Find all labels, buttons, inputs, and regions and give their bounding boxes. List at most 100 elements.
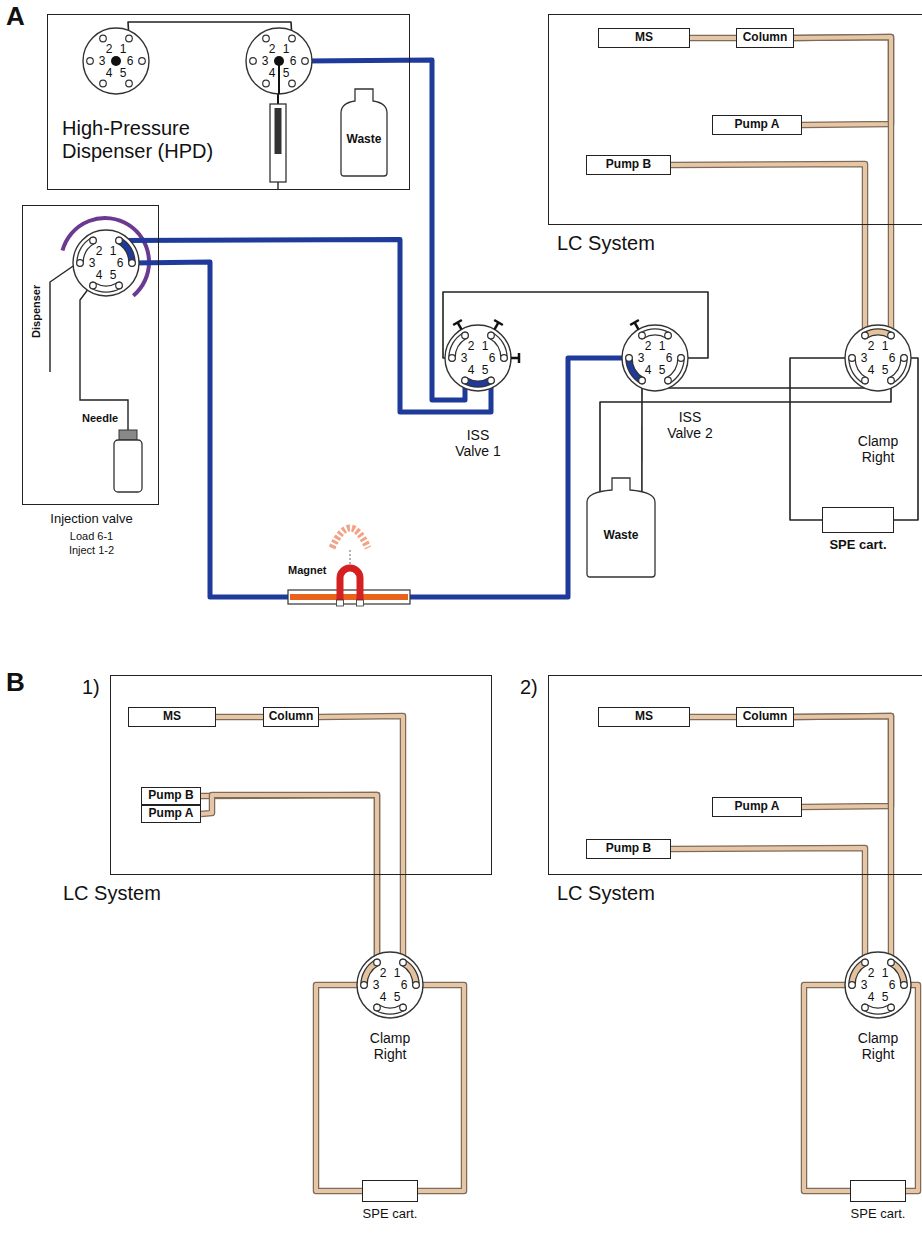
tubing-line bbox=[790, 358, 852, 520]
six-port-valve: 123456Clamp Right bbox=[845, 325, 911, 391]
box-label: Column bbox=[743, 710, 788, 724]
valve-name: Clamp Right bbox=[850, 433, 906, 465]
valve-port bbox=[87, 58, 94, 65]
tubing-outline bbox=[216, 714, 263, 721]
syringe-barrel bbox=[270, 104, 286, 182]
dotted-leader bbox=[349, 550, 351, 566]
six-port-valve: 123456Clamp Right bbox=[357, 952, 423, 1018]
bottle-shape bbox=[341, 89, 387, 176]
valve-port bbox=[263, 35, 270, 42]
port-number: 6 bbox=[484, 350, 500, 366]
valve-port bbox=[665, 377, 672, 384]
tubing-fill bbox=[216, 715, 263, 719]
valve-port bbox=[639, 377, 646, 384]
tubing-outline bbox=[804, 985, 852, 1191]
module-box: MS bbox=[598, 707, 690, 727]
six-port-valve: 123456Clamp Right bbox=[845, 952, 911, 1018]
tubing-connector bbox=[316, 985, 364, 1191]
panel-heading: Load 6-1 bbox=[23, 530, 160, 543]
valve-body bbox=[435, 315, 521, 401]
valve-circle bbox=[845, 325, 911, 391]
panel-letter: B bbox=[6, 668, 25, 698]
tubing-fill bbox=[319, 716, 403, 963]
port-plug bbox=[494, 320, 503, 325]
valve-body bbox=[835, 315, 921, 401]
tubing-outline bbox=[690, 714, 736, 721]
valve-port bbox=[250, 58, 257, 65]
valve-port bbox=[888, 1004, 895, 1011]
valve-port bbox=[849, 355, 856, 362]
valve-body bbox=[236, 18, 322, 104]
valve-body bbox=[835, 942, 921, 1028]
valve-port bbox=[501, 355, 508, 362]
valve-channel-outline bbox=[642, 332, 668, 335]
valve-port bbox=[639, 332, 646, 339]
cartridge-label: SPE cart. bbox=[363, 1207, 418, 1222]
bottle-shape bbox=[587, 478, 655, 577]
tubing-fill bbox=[201, 795, 377, 963]
six-port-valve: 123456 bbox=[83, 28, 149, 94]
valve-channel-outline bbox=[865, 1008, 891, 1011]
tubing-outline bbox=[794, 37, 891, 336]
waste-bottle: Waste bbox=[585, 478, 657, 578]
tubing-outline bbox=[671, 164, 865, 336]
six-port-valve: 123456ISS Valve 2 bbox=[622, 325, 688, 391]
valve-port bbox=[100, 35, 107, 42]
dispenser-line bbox=[50, 262, 79, 372]
tubing-connector bbox=[794, 37, 891, 125]
valve-port bbox=[626, 355, 633, 362]
module-box: Column bbox=[736, 707, 794, 727]
box-label: Pump A bbox=[735, 800, 780, 814]
valve-port bbox=[862, 377, 869, 384]
valve-port bbox=[862, 1004, 869, 1011]
rotor-hub bbox=[111, 56, 121, 66]
magnetic-beads bbox=[332, 528, 368, 548]
box-label: MS bbox=[635, 710, 653, 724]
valve-body bbox=[73, 18, 159, 104]
valve-port bbox=[413, 982, 420, 989]
module-box: Column bbox=[736, 28, 794, 48]
capillary-tube bbox=[288, 590, 410, 604]
box-label: MS bbox=[635, 31, 653, 45]
tubing-outline bbox=[904, 985, 918, 1191]
cartridge-label: SPE cart. bbox=[829, 538, 886, 553]
valve-name: ISS Valve 1 bbox=[450, 427, 506, 459]
valve-port bbox=[374, 959, 381, 966]
port-number: 4 bbox=[863, 362, 879, 378]
port-number: 4 bbox=[463, 362, 479, 378]
tubing-connector bbox=[668, 381, 865, 389]
tubing-connector bbox=[416, 985, 464, 1191]
valve-circle bbox=[845, 952, 911, 1018]
system-panel: High-Pressure Dispenser (HPD)12345612345… bbox=[47, 14, 410, 190]
valve-circle bbox=[445, 325, 511, 391]
box-label: MS bbox=[163, 710, 181, 724]
panel-heading: LC System bbox=[557, 882, 757, 905]
valve-port bbox=[888, 959, 895, 966]
tubing-line bbox=[641, 381, 643, 495]
magnet-label: Magnet bbox=[288, 564, 327, 577]
tubing-fill bbox=[804, 985, 852, 1191]
valve-circle bbox=[246, 28, 312, 94]
port-number: 4 bbox=[375, 989, 391, 1005]
port-number: 6 bbox=[285, 53, 301, 69]
tubing-outline bbox=[201, 795, 377, 963]
valve-port bbox=[862, 332, 869, 339]
valve-port bbox=[462, 332, 469, 339]
tubing-connector bbox=[794, 37, 891, 336]
tubing-fill bbox=[316, 985, 364, 1191]
valve-circle bbox=[622, 325, 688, 391]
valve-channel bbox=[642, 332, 668, 335]
valve-body bbox=[612, 315, 698, 401]
tubing-line bbox=[668, 381, 865, 389]
bead-plug bbox=[290, 594, 408, 600]
tubing-line bbox=[119, 240, 491, 413]
spe-cartridge: SPE cart. bbox=[822, 507, 894, 533]
valve-port bbox=[488, 332, 495, 339]
tubing-connector bbox=[319, 716, 403, 963]
module-box: Pump A bbox=[712, 115, 802, 135]
tubing-outline bbox=[416, 985, 464, 1191]
box-label: Pump B bbox=[606, 842, 651, 856]
module-box: Pump B bbox=[586, 839, 671, 859]
needle-line bbox=[80, 284, 128, 438]
